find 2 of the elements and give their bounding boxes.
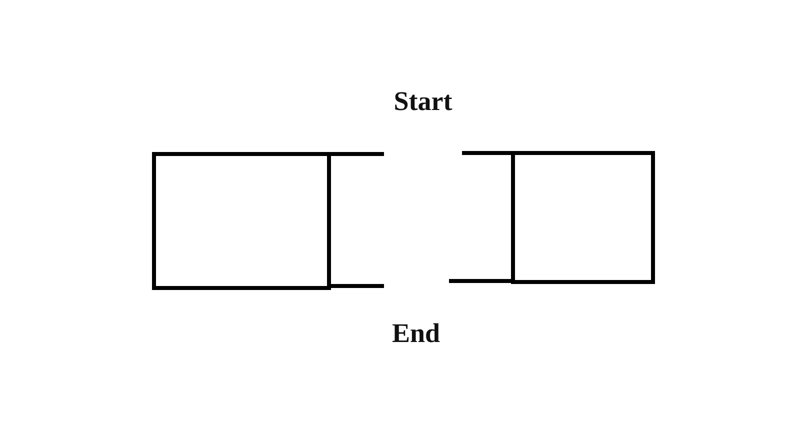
label-text: End bbox=[392, 318, 440, 349]
label-text: Start bbox=[394, 86, 452, 117]
